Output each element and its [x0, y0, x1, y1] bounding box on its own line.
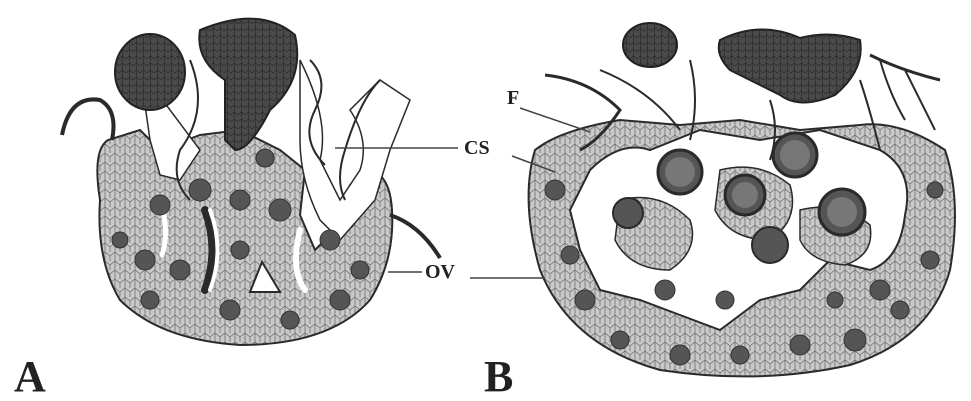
- label-cs: CS: [464, 138, 490, 158]
- panel-a-stigma-elongated: [199, 19, 297, 150]
- panel-b-stigma-round: [623, 23, 677, 67]
- label-f: F: [507, 88, 519, 108]
- leader-line-f: [520, 108, 590, 132]
- panel-letter-a: A: [14, 355, 46, 399]
- panel-a-right-cavity: [300, 60, 410, 240]
- panel-letter-b: B: [484, 355, 513, 399]
- panel-a-left-lip: [62, 99, 114, 140]
- panel-a-stigma-round: [115, 34, 185, 110]
- panel-a-right-lip: [390, 215, 440, 258]
- panel-a-drawing: [62, 19, 440, 345]
- panel-a-ovary-body: [97, 130, 392, 345]
- panel-b-top-branch: [870, 55, 940, 80]
- panel-b-drawing: [529, 23, 955, 376]
- panel-b-stigma-elongated: [719, 29, 861, 102]
- label-ov: OV: [425, 262, 455, 282]
